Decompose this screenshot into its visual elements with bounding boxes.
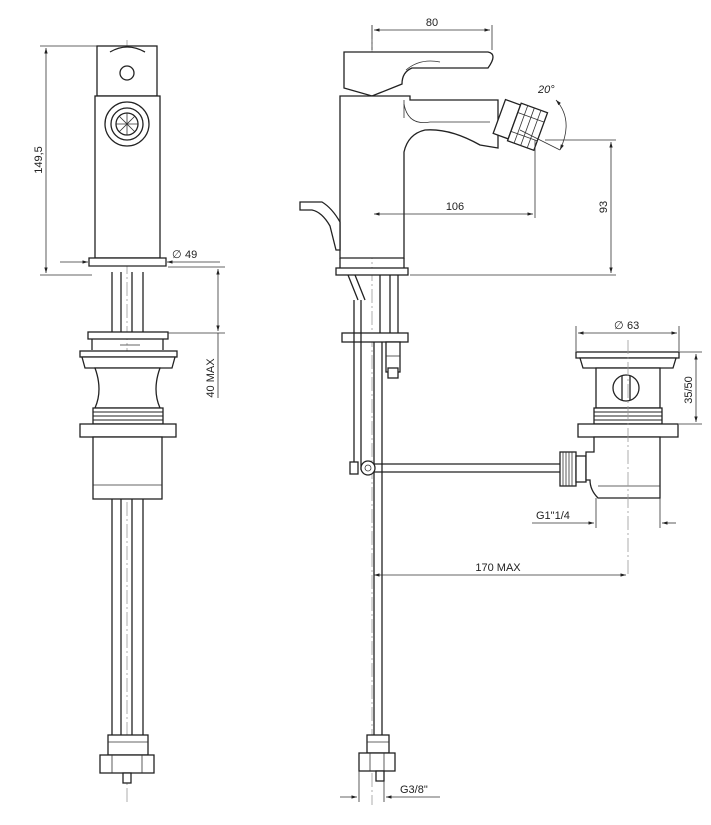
dim-height-label: 149,5 <box>33 146 45 174</box>
dim-waste-diameter-label: 63 <box>627 320 639 332</box>
dim-spout-height-label: 93 <box>598 201 610 213</box>
lever-side <box>343 51 494 97</box>
dim-rod-length-label: 170 MAX <box>475 562 521 574</box>
dim-deck-label: 40 MAX <box>205 358 217 398</box>
aerator-front <box>104 101 150 147</box>
dim-waste-diameter-symbol: ∅ <box>614 320 624 332</box>
waste-front <box>79 350 178 500</box>
dim-hose-thread-label: G3/8" <box>400 784 428 796</box>
base-flange-front <box>88 257 167 267</box>
base-flange-side <box>335 267 409 276</box>
dim-angle-label: 20° <box>537 84 555 96</box>
dim-waste-height-label: 35/50 <box>683 376 695 404</box>
side-view: 20° <box>299 17 702 805</box>
dim-reach-label: 106 <box>446 201 464 213</box>
spout-side <box>339 95 499 259</box>
aerator-side <box>492 98 549 152</box>
popup-knob <box>299 201 366 301</box>
waste-side <box>575 351 680 499</box>
dim-waste-thread-label: G1"1/4 <box>536 510 570 522</box>
lever-hole-front <box>119 65 135 81</box>
dim-body-diameter-label: 49 <box>185 249 197 261</box>
front-view: 149,5 ∅ 49 40 MAX <box>33 40 225 805</box>
rod-nut <box>559 451 587 487</box>
dim-spout-width-label: 80 <box>426 17 438 29</box>
dim-diameter-symbol: ∅ <box>172 249 182 261</box>
